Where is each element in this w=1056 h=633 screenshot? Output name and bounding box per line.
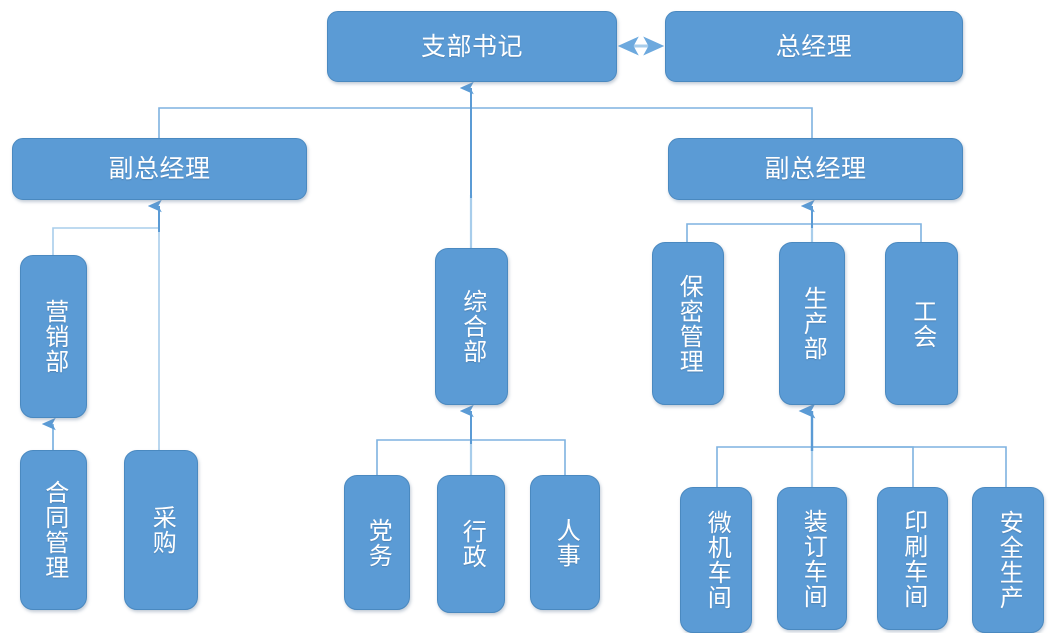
node-label-contract-mgmt: 合同管理 <box>40 480 68 580</box>
edge-deputies-secretary <box>158 107 813 138</box>
node-label-deputy-manager-left: 副总经理 <box>108 155 211 183</box>
node-label-safety-production: 安全生产 <box>995 510 1023 610</box>
node-label-procurement: 采购 <box>148 505 176 555</box>
edge-hr-general-affairs <box>471 439 566 475</box>
node-label-confidentiality-mgmt: 保密管理 <box>675 273 703 374</box>
node-label-printing-workshop: 印刷车间 <box>899 508 927 609</box>
node-label-general-manager: 总经理 <box>775 32 853 61</box>
edge-printing-production <box>812 446 914 487</box>
node-general-affairs-dept[interactable]: 综合部 <box>435 248 508 405</box>
node-label-computer-workshop: 微机车间 <box>703 510 731 610</box>
edge-computer-production <box>716 446 812 487</box>
node-labor-union[interactable]: 工会 <box>885 242 958 405</box>
node-branch-secretary[interactable]: 支部书记 <box>327 11 617 82</box>
node-contract-mgmt[interactable]: 合同管理 <box>20 450 87 610</box>
node-confidentiality-mgmt[interactable]: 保密管理 <box>652 242 724 405</box>
node-deputy-manager-right[interactable]: 副总经理 <box>668 138 963 200</box>
node-marketing-dept[interactable]: 营销部 <box>20 255 87 418</box>
node-label-labor-union: 工会 <box>908 298 936 349</box>
node-printing-workshop[interactable]: 印刷车间 <box>877 487 948 630</box>
node-procurement[interactable]: 采购 <box>124 450 198 610</box>
node-deputy-manager-left[interactable]: 副总经理 <box>12 138 307 200</box>
node-administration[interactable]: 行政 <box>437 475 505 613</box>
edge-safety-production <box>812 446 1007 487</box>
edge-union-deputy <box>812 223 922 242</box>
node-general-manager[interactable]: 总经理 <box>665 11 963 82</box>
node-label-branch-secretary: 支部书记 <box>420 32 523 61</box>
node-party-affairs[interactable]: 党务 <box>344 475 410 610</box>
node-label-human-resources: 人事 <box>552 517 580 568</box>
node-label-party-affairs: 党务 <box>364 517 392 568</box>
node-label-deputy-manager-right: 副总经理 <box>764 155 867 183</box>
edge-confidentiality-deputy <box>686 223 812 242</box>
node-binding-workshop[interactable]: 装订车间 <box>777 487 847 630</box>
node-label-general-affairs-dept: 综合部 <box>458 289 486 364</box>
node-label-administration: 行政 <box>458 519 486 569</box>
node-label-binding-workshop: 装订车间 <box>799 508 827 609</box>
edge-marketing-deputy-left <box>52 227 159 255</box>
edge-party-general-affairs <box>376 439 471 475</box>
node-safety-production[interactable]: 安全生产 <box>972 487 1044 633</box>
node-label-production-dept: 生产部 <box>799 286 827 361</box>
node-label-marketing-dept: 营销部 <box>40 299 68 374</box>
node-human-resources[interactable]: 人事 <box>530 475 600 610</box>
node-computer-workshop[interactable]: 微机车间 <box>680 487 752 633</box>
node-production-dept[interactable]: 生产部 <box>779 242 845 405</box>
